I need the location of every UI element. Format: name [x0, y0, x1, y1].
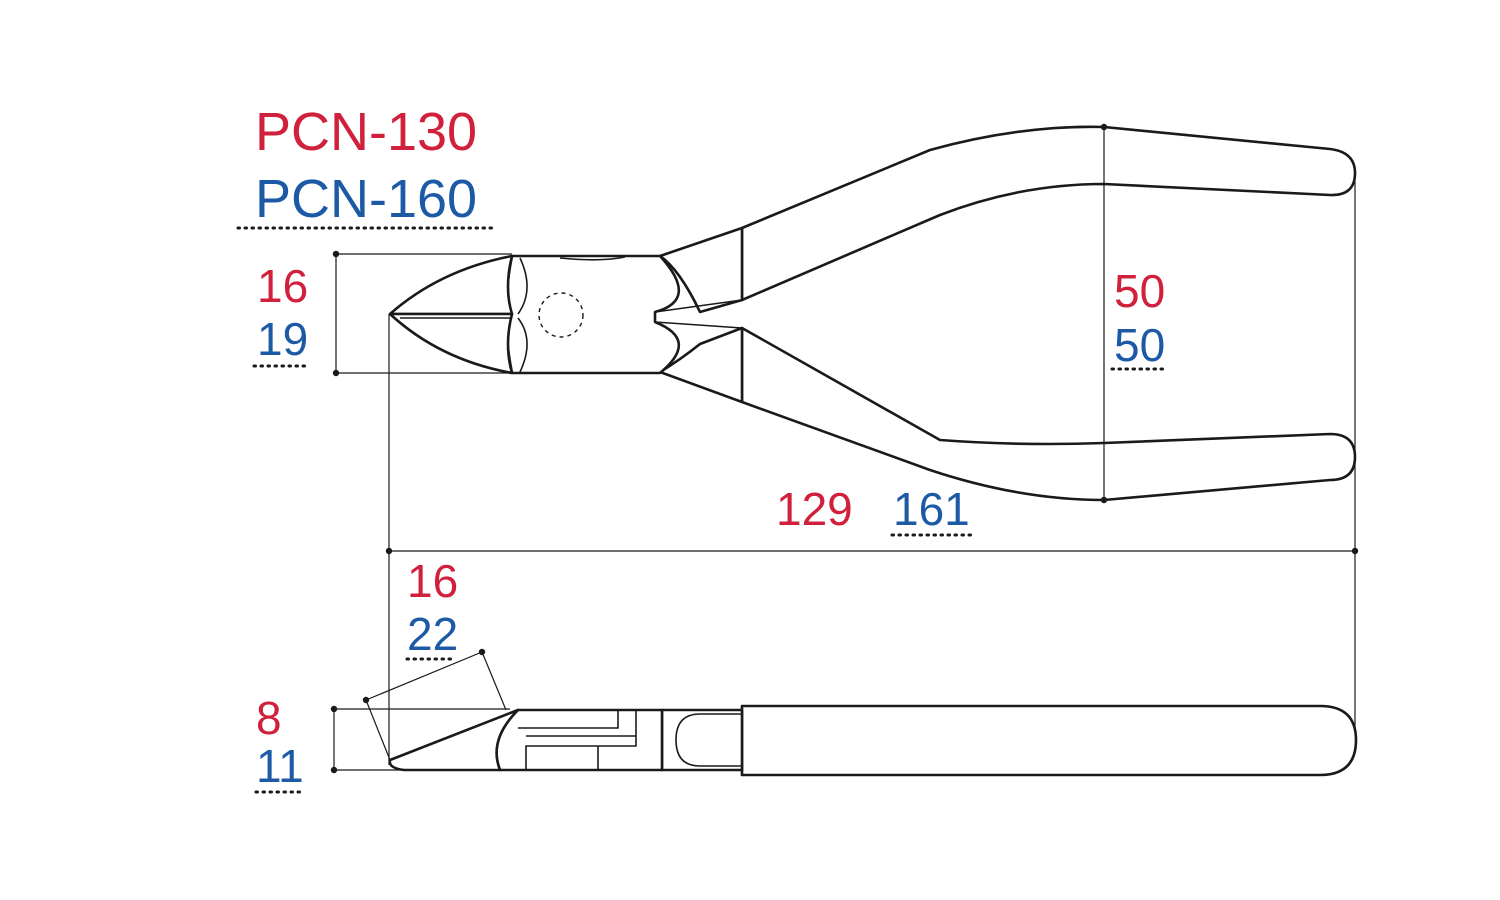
handle-spread-pcn130: 50: [1114, 265, 1165, 317]
side-neck-slot: [675, 713, 743, 767]
handle-spread-pcn160: 50: [1114, 319, 1165, 371]
jaw-width-pcn130: 16: [257, 260, 308, 312]
upper-handle-grip: [740, 125, 1357, 302]
lower-handle-grip: [740, 326, 1357, 502]
thickness-pcn160: 11: [256, 740, 304, 792]
overall-length-pcn130: 129: [776, 483, 853, 535]
blade-length-pcn160: 22: [407, 608, 458, 660]
pliers-side-view: [388, 704, 1358, 777]
upper-neck: [658, 226, 744, 314]
side-handle-grip: [740, 704, 1358, 777]
model-pcn160-title: PCN-160: [255, 169, 477, 229]
side-joint-lines: [518, 710, 637, 770]
upper-jaw: [388, 254, 514, 316]
side-head: [495, 708, 664, 772]
handle-spread-dimension: [1100, 123, 1108, 504]
lower-jaw: [388, 312, 514, 375]
pliers-top-view: [388, 125, 1357, 502]
pliers-head: [504, 254, 681, 375]
spring: [654, 299, 743, 329]
jaw-width-dimension: [332, 250, 512, 377]
jaw-width-pcn160: 19: [257, 313, 308, 365]
pivot-rivet-icon: [538, 292, 584, 338]
blade-length-dimension: [362, 648, 507, 761]
side-neck: [660, 708, 744, 772]
model-pcn130-title: PCN-130: [255, 102, 477, 162]
thickness-pcn130: 8: [256, 692, 282, 744]
overall-length-dimension: [385, 173, 1359, 765]
thickness-dimension: [330, 705, 510, 774]
side-blade: [388, 708, 520, 772]
blade-length-pcn130: 16: [407, 555, 458, 607]
overall-length-pcn160: 161: [893, 483, 970, 535]
jaw-bevel: [517, 256, 626, 373]
